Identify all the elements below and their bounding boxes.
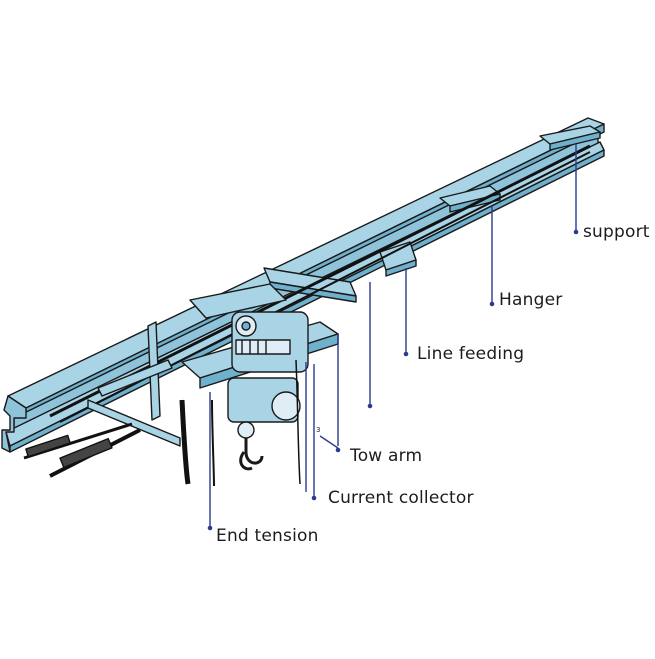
tension-rods xyxy=(23,422,141,478)
end-tension-bracket xyxy=(87,321,181,447)
support-clamp xyxy=(539,125,601,151)
line-feeding-leader xyxy=(403,268,409,357)
inner-rail-leader xyxy=(367,282,373,409)
label-end-tension: End tension xyxy=(216,526,319,546)
tow-arm-leader xyxy=(319,334,341,453)
label-hanger: Hanger xyxy=(499,290,563,310)
label-support: support xyxy=(583,222,650,242)
end-tension-leader xyxy=(207,392,213,531)
trolley xyxy=(181,283,339,389)
hanger-leader xyxy=(489,206,495,307)
current-collector-leader xyxy=(305,362,317,501)
label-line-feeding: Line feeding xyxy=(417,344,525,364)
tow-arm-mark: 3 xyxy=(316,426,321,434)
support-leader xyxy=(573,144,579,235)
label-tow-arm: Tow arm xyxy=(350,446,423,466)
hoist xyxy=(227,377,301,471)
line-feeding-box xyxy=(379,241,417,277)
label-current-collector: Current collector xyxy=(328,488,474,508)
hanging-cables xyxy=(179,359,301,487)
